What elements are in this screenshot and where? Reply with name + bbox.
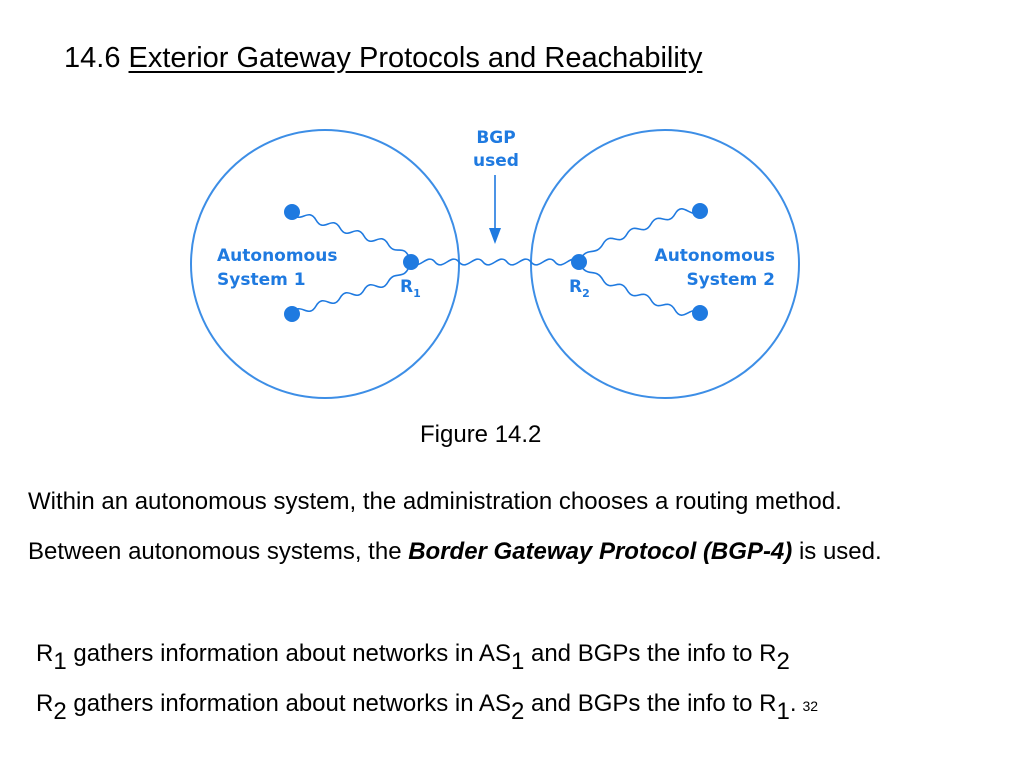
as1-network-bottom <box>284 306 300 322</box>
bgp-arrow-head <box>489 228 501 244</box>
link-r1-r2 <box>410 258 580 266</box>
network-nodes <box>284 203 708 322</box>
as2-network-bottom <box>692 305 708 321</box>
bgp-label-line1: BGP <box>476 128 515 148</box>
paragraph-between-as: Between autonomous systems, the Border G… <box>28 534 1008 570</box>
as1-circle <box>190 129 460 399</box>
as2-label-line1: Autonomous <box>655 246 775 266</box>
link-as1-top <box>291 211 412 263</box>
link-as1-bottom <box>291 261 412 315</box>
link-as2-top <box>578 208 701 263</box>
para2-post: is used. <box>792 538 882 565</box>
r1-label: R1 <box>400 277 421 300</box>
network-links <box>291 208 701 316</box>
slide-title: 14.6 Exterior Gateway Protocols and Reac… <box>64 42 702 75</box>
as1-label-line2: System 1 <box>217 270 306 290</box>
bgp-emphasis: Border Gateway Protocol (BGP-4) <box>408 538 793 565</box>
page-number: 32 <box>802 698 819 714</box>
title-text: Exterior Gateway Protocols and Reachabil… <box>128 42 703 74</box>
as-diagram: BGP used Autonomous System 1 Autonomous … <box>190 128 800 399</box>
r2-statement: R2 gathers information about networks in… <box>36 690 819 725</box>
as1-network-top <box>284 204 300 220</box>
r1-statement: R1 gathers information about networks in… <box>36 640 790 675</box>
para2-pre: Between autonomous systems, the <box>28 538 409 565</box>
as1-label-line1: Autonomous <box>217 246 337 266</box>
router-r2 <box>571 254 587 270</box>
as2-network-top <box>692 203 708 219</box>
title-number: 14.6 <box>64 42 121 74</box>
figure-caption: Figure 14.2 <box>420 421 542 448</box>
r2-label: R2 <box>569 277 590 300</box>
router-r1 <box>403 254 419 270</box>
as2-label-line2: System 2 <box>686 270 775 290</box>
bgp-label-line2: used <box>473 151 519 171</box>
as2-circle <box>530 129 800 399</box>
link-as2-bottom <box>578 261 701 316</box>
paragraph-within-as: Within an autonomous system, the adminis… <box>28 488 842 515</box>
